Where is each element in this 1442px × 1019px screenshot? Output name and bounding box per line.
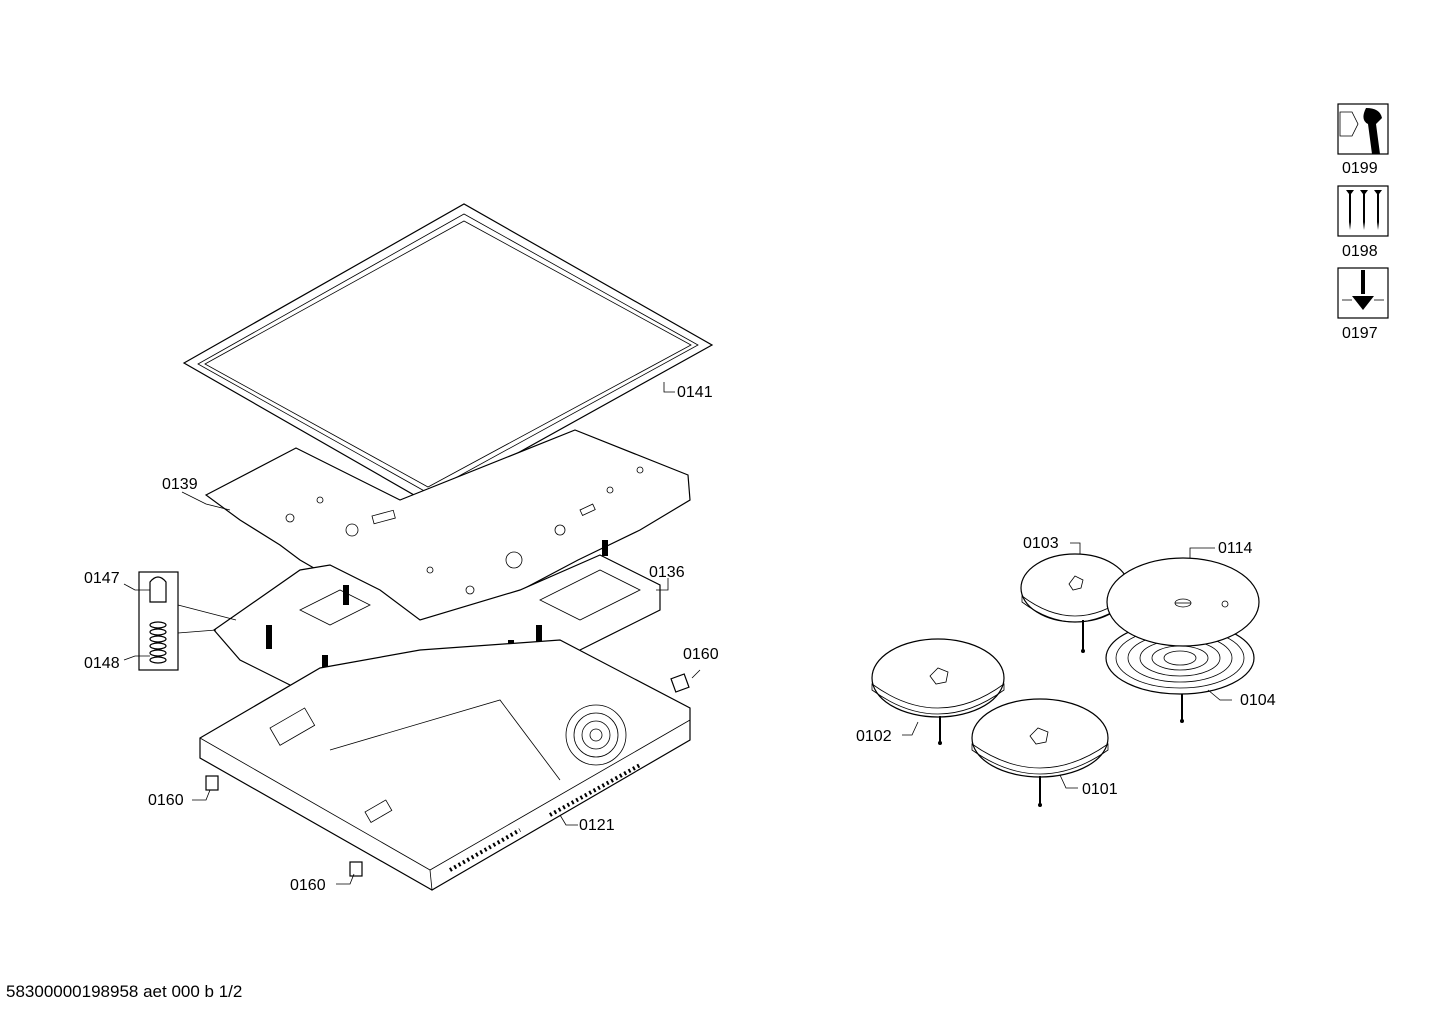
induction-coil-0101[interactable] (971, 698, 1109, 807)
part-label-0101: 0101 (1082, 781, 1118, 798)
leader-0160-bottom (336, 873, 355, 885)
screws-icon[interactable] (1337, 185, 1389, 237)
bottom-housing[interactable] (199, 639, 691, 891)
part-label-0141: 0141 (677, 384, 713, 401)
part-label-0160-right: 0160 (683, 646, 719, 663)
part-label-0136: 0136 (649, 564, 685, 581)
detail-box-0147-0148[interactable] (138, 571, 179, 671)
spring-part (149, 621, 167, 664)
part-label-0103: 0103 (1023, 535, 1059, 552)
leader-box-top (177, 604, 237, 621)
leader-0104 (1207, 689, 1232, 701)
leader-0114 (1189, 547, 1215, 558)
leader-0139 (181, 491, 231, 511)
induction-coil-0114[interactable] (1106, 557, 1260, 647)
leader-0141 (663, 382, 675, 393)
wrench-nut-icon[interactable] (1337, 103, 1389, 155)
leader-0136 (656, 578, 669, 591)
clip-0160-right[interactable] (670, 673, 690, 693)
document-footer-id: 58300000198958 aet 000 b 1/2 (6, 982, 243, 1001)
part-label-0160-bottom: 0160 (290, 877, 326, 894)
leader-0103 (1070, 542, 1081, 554)
part-label-0102: 0102 (856, 728, 892, 745)
part-label-0160-left: 0160 (148, 792, 184, 809)
leader-box-bottom (177, 629, 217, 634)
induction-coil-0102[interactable] (871, 638, 1005, 745)
leader-0102 (902, 721, 919, 736)
clip-0160-left[interactable] (205, 775, 219, 791)
leader-0148 (123, 655, 150, 661)
glass-ceramic-top[interactable] (182, 203, 714, 504)
leader-0160-right (691, 669, 701, 679)
part-label-0198: 0198 (1342, 243, 1378, 260)
leader-0160-left (192, 789, 211, 801)
buffer-part (149, 576, 167, 603)
leader-0121 (559, 814, 578, 826)
part-label-0197: 0197 (1342, 325, 1378, 342)
fan-grille (565, 704, 627, 766)
leader-0147 (123, 583, 150, 591)
induction-coil-0103[interactable] (1020, 553, 1130, 653)
part-label-0114: 0114 (1218, 540, 1253, 557)
part-label-0199: 0199 (1342, 160, 1378, 177)
part-label-0104: 0104 (1240, 692, 1276, 709)
part-label-0121: 0121 (579, 817, 615, 834)
leader-0101 (1059, 774, 1078, 789)
part-label-0148: 0148 (84, 655, 120, 672)
clip-0160-bottom[interactable] (349, 861, 363, 877)
screwdriver-icon[interactable] (1337, 267, 1389, 319)
mounting-plate[interactable] (204, 429, 691, 634)
vent-slots (449, 763, 641, 872)
part-label-0147: 0147 (84, 570, 120, 587)
part-label-0139: 0139 (162, 476, 198, 493)
